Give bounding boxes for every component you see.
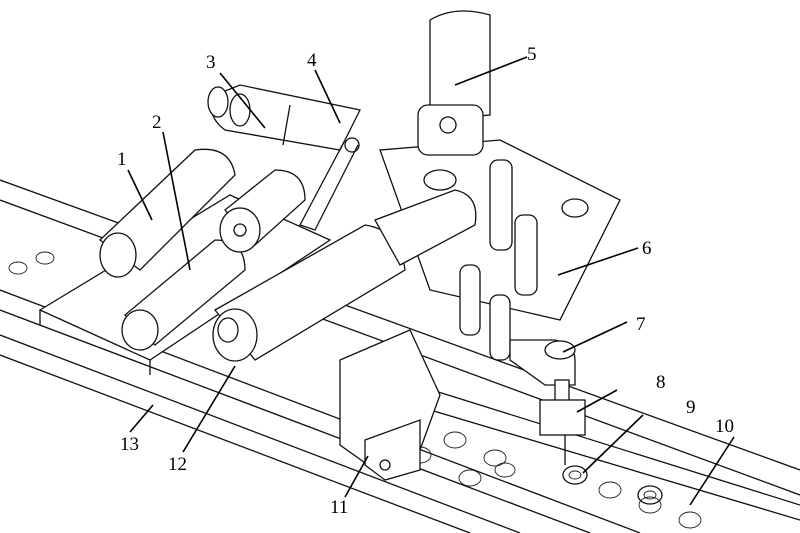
- callout-13: 13: [120, 434, 139, 455]
- motor-5: [417, 10, 491, 156]
- callout-9: 9: [686, 397, 696, 418]
- leader-lines: [127, 56, 735, 506]
- rollers: [459, 159, 538, 361]
- motor-3-4: [207, 84, 361, 151]
- callout-3: 3: [206, 52, 216, 73]
- callout-12: 12: [168, 454, 187, 475]
- callout-6: 6: [642, 238, 652, 259]
- callout-4: 4: [307, 50, 317, 71]
- callout-5: 5: [527, 44, 537, 65]
- motor-12: [212, 189, 477, 362]
- callout-2: 2: [152, 112, 162, 133]
- callout-labels: 1 2 3 4 5 6 7 8 9 10 11 12 13: [117, 44, 734, 518]
- gripper-9: [539, 399, 586, 465]
- actuator-7: [509, 339, 576, 406]
- callout-10: 10: [715, 416, 734, 437]
- callout-11: 11: [330, 497, 348, 518]
- belt-linkage: [299, 137, 360, 231]
- callout-7: 7: [636, 314, 646, 335]
- callout-1: 1: [117, 149, 127, 170]
- small-motor: [219, 169, 306, 253]
- callout-8: 8: [656, 372, 666, 393]
- motor-1: [98, 148, 236, 278]
